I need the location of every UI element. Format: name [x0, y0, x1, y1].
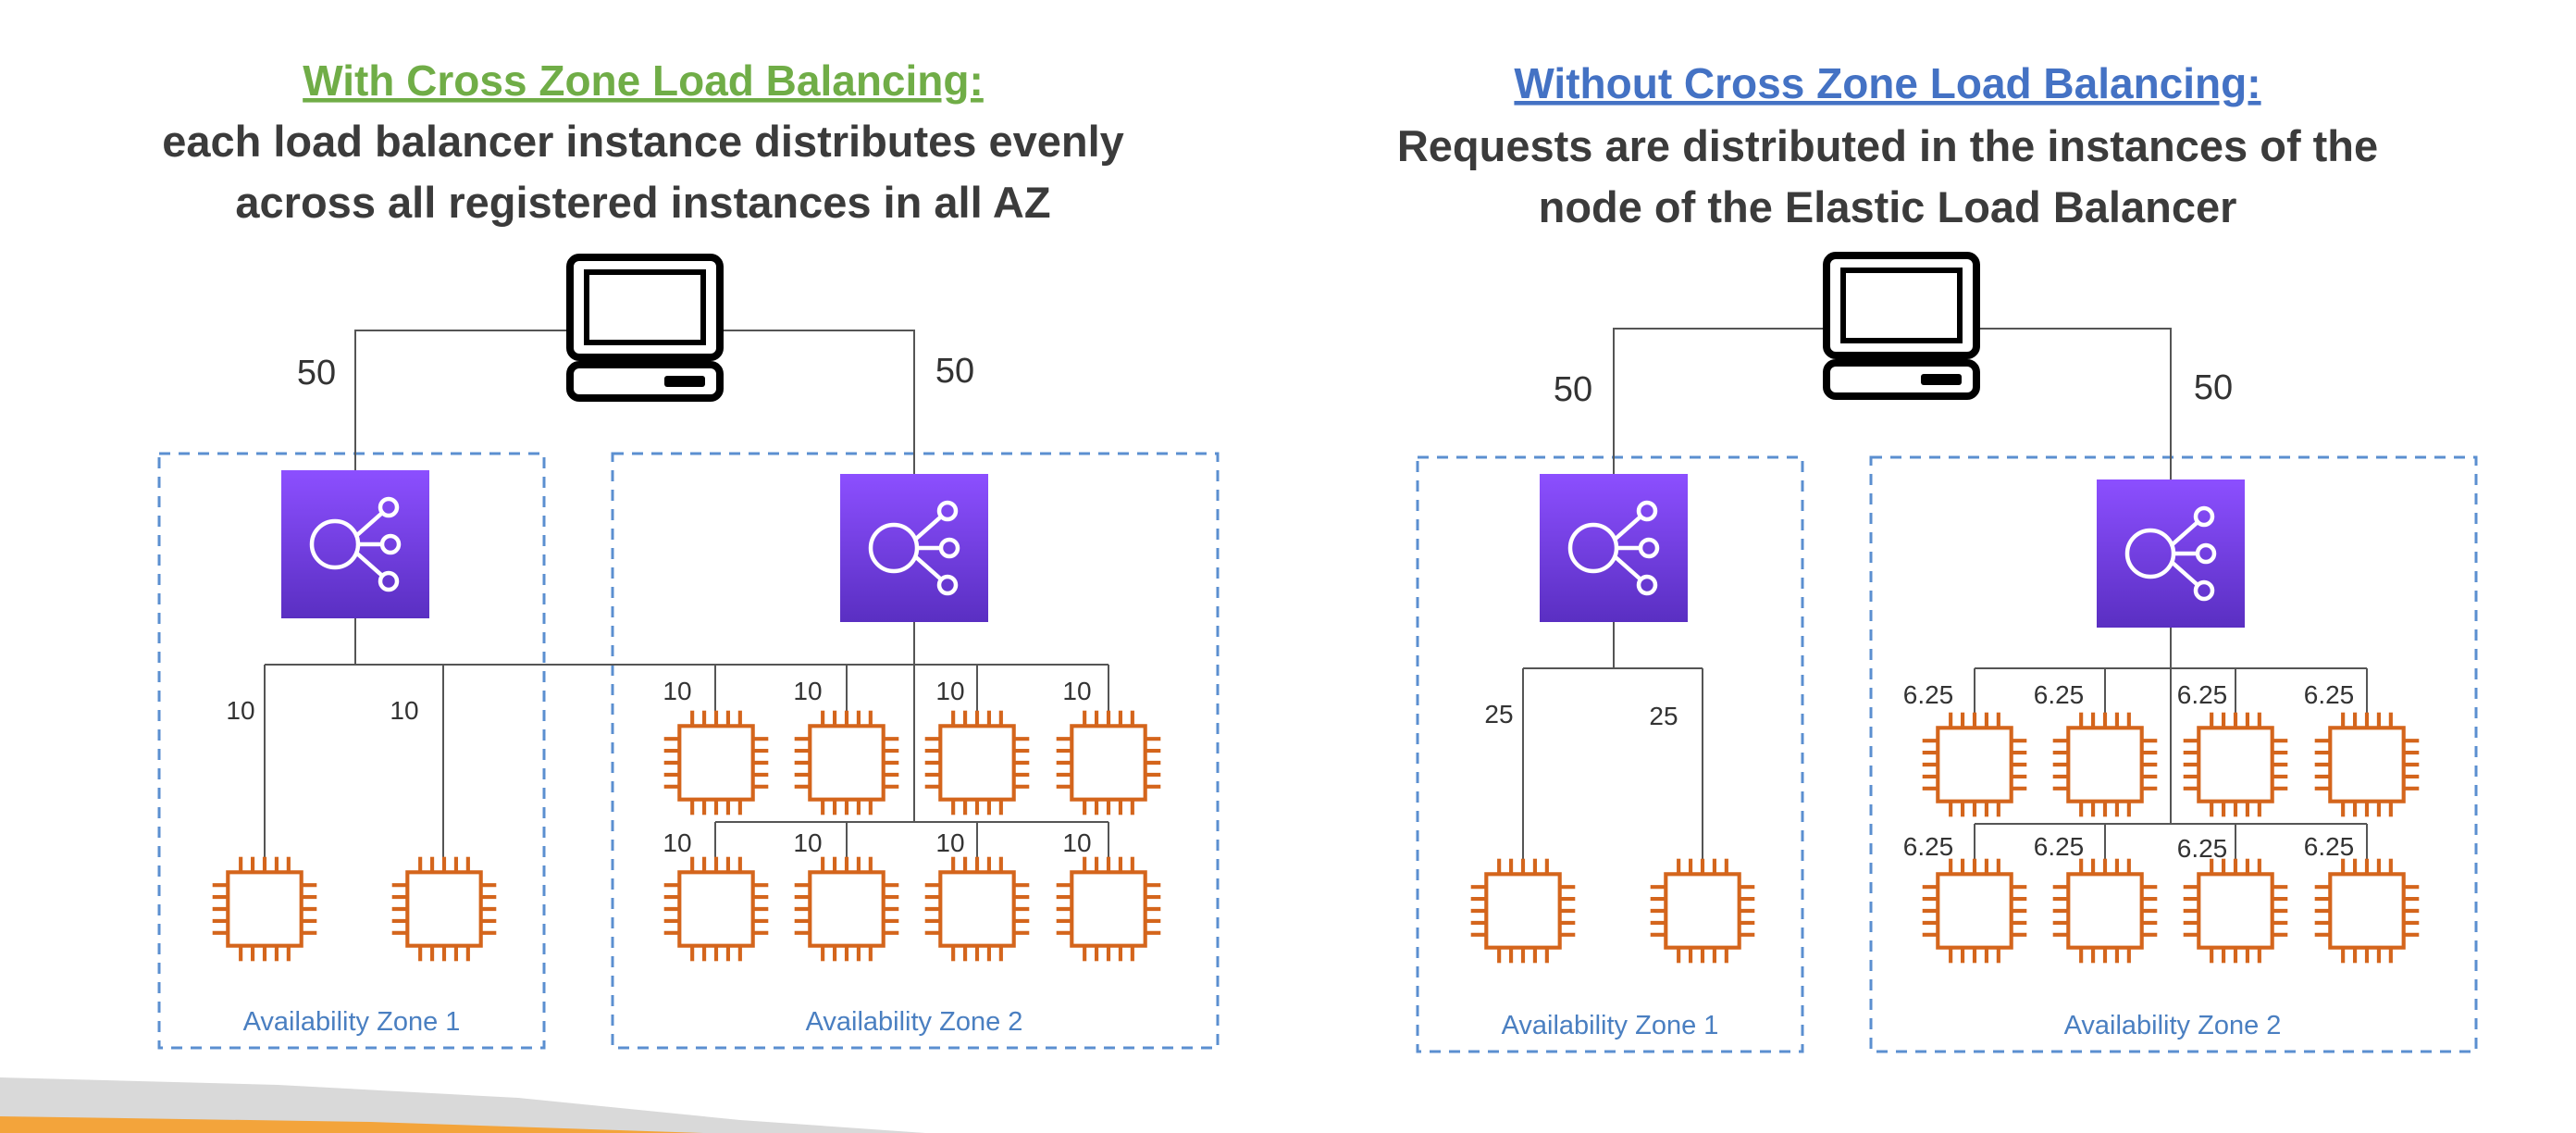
weight-az2-r2-1: 10 — [663, 828, 691, 857]
distribution-wiring — [1522, 622, 2368, 861]
weight-az2-r2-3: 10 — [935, 828, 964, 857]
instance-az2-r1-3-icon — [925, 711, 1030, 816]
client-weight-right: 50 — [2194, 368, 2233, 407]
weight-az1-2: 10 — [390, 696, 418, 725]
right-description-line2: node of the Elastic Load Balancer — [1539, 182, 2237, 231]
instance-az1-1-icon — [213, 857, 317, 962]
weight-az2-r2-2: 10 — [793, 828, 822, 857]
availability-zone-1-box — [1416, 455, 1804, 1053]
weight-az2-r2-4: 10 — [1062, 828, 1091, 857]
instance-az2-r1-4-icon — [2315, 713, 2420, 817]
weight-az2-r1-4: 10 — [1062, 677, 1091, 705]
client-weight-right: 50 — [935, 352, 974, 391]
weight-az2-r1-4: 6.25 — [2304, 680, 2355, 709]
client-weight-left: 50 — [1554, 370, 1592, 409]
weight-az2-r2-1: 6.25 — [1903, 832, 1954, 861]
left-panel: With Cross Zone Load Balancing: each loa… — [157, 56, 1220, 1050]
instance-az2-r2-1-icon — [664, 857, 769, 962]
availability-zone-1-box — [157, 452, 546, 1050]
client-wiring — [1613, 328, 2172, 479]
weight-az1-1: 10 — [226, 696, 254, 725]
availability-zone-2-label: Availability Zone 2 — [806, 1007, 1023, 1037]
distribution-wiring — [264, 618, 1109, 861]
instance-az2-r2-1-icon — [1923, 859, 2027, 964]
instance-az2-r2-4-icon — [2315, 859, 2420, 964]
weight-az2-r2-4: 6.25 — [2304, 832, 2355, 861]
weight-az2-r1-1: 6.25 — [1903, 680, 1954, 709]
left-heading: With Cross Zone Load Balancing: — [303, 56, 984, 105]
weight-az2-r1-3: 10 — [935, 677, 964, 705]
instance-az2-r1-2-icon — [795, 711, 899, 816]
availability-zone-1-label: Availability Zone 1 — [1502, 1011, 1719, 1040]
instance-az1-2-icon — [1651, 859, 1755, 964]
right-heading: Without Cross Zone Load Balancing: — [1514, 59, 2260, 107]
instance-az2-r1-4-icon — [1057, 711, 1161, 816]
instance-az2-r2-2-icon — [795, 857, 899, 962]
availability-zone-1-label: Availability Zone 1 — [243, 1007, 461, 1037]
footer-swoosh — [0, 1077, 925, 1133]
instance-az2-r2-2-icon — [2053, 859, 2158, 964]
load-balancer-az2-icon — [840, 474, 988, 622]
weight-az1-2: 25 — [1649, 702, 1678, 730]
availability-zone-2-label: Availability Zone 2 — [2064, 1011, 2282, 1040]
weight-az2-r2-3: 6.25 — [2177, 834, 2228, 863]
instance-az2-r2-3-icon — [2184, 859, 2288, 964]
load-balancer-az1-icon — [1540, 474, 1688, 622]
weight-az1-1: 25 — [1484, 700, 1513, 728]
weight-az2-r1-3: 6.25 — [2177, 680, 2228, 709]
desktop-computer-icon — [1827, 255, 1976, 396]
weight-az2-r1-1: 10 — [663, 677, 691, 705]
instance-az1-1-icon — [1471, 859, 1576, 964]
instance-az2-r2-3-icon — [925, 857, 1030, 962]
instance-az2-r2-4-icon — [1057, 857, 1161, 962]
desktop-computer-icon — [570, 257, 720, 398]
load-balancer-az2-icon — [2097, 479, 2245, 628]
client-wiring — [354, 330, 915, 479]
load-balancer-az1-icon — [281, 470, 429, 618]
instance-az2-r1-2-icon — [2053, 713, 2158, 817]
client-weight-left: 50 — [297, 354, 336, 392]
right-description-line1: Requests are distributed in the instance… — [1397, 121, 2378, 170]
right-panel: Without Cross Zone Load Balancing: Reque… — [1397, 59, 2478, 1053]
availability-zone-2-box — [1869, 455, 2478, 1053]
weight-az2-r2-2: 6.25 — [2034, 832, 2085, 861]
instance-az2-r1-3-icon — [2184, 713, 2288, 817]
weight-az2-r1-2: 6.25 — [2034, 680, 2085, 709]
left-description-line1: each load balancer instance distributes … — [162, 117, 1124, 166]
instance-az1-2-icon — [392, 857, 497, 962]
instance-az2-r1-1-icon — [664, 711, 769, 816]
left-description-line2: across all registered instances in all A… — [235, 178, 1050, 227]
weight-az2-r1-2: 10 — [793, 677, 822, 705]
instance-az2-r1-1-icon — [1923, 713, 2027, 817]
